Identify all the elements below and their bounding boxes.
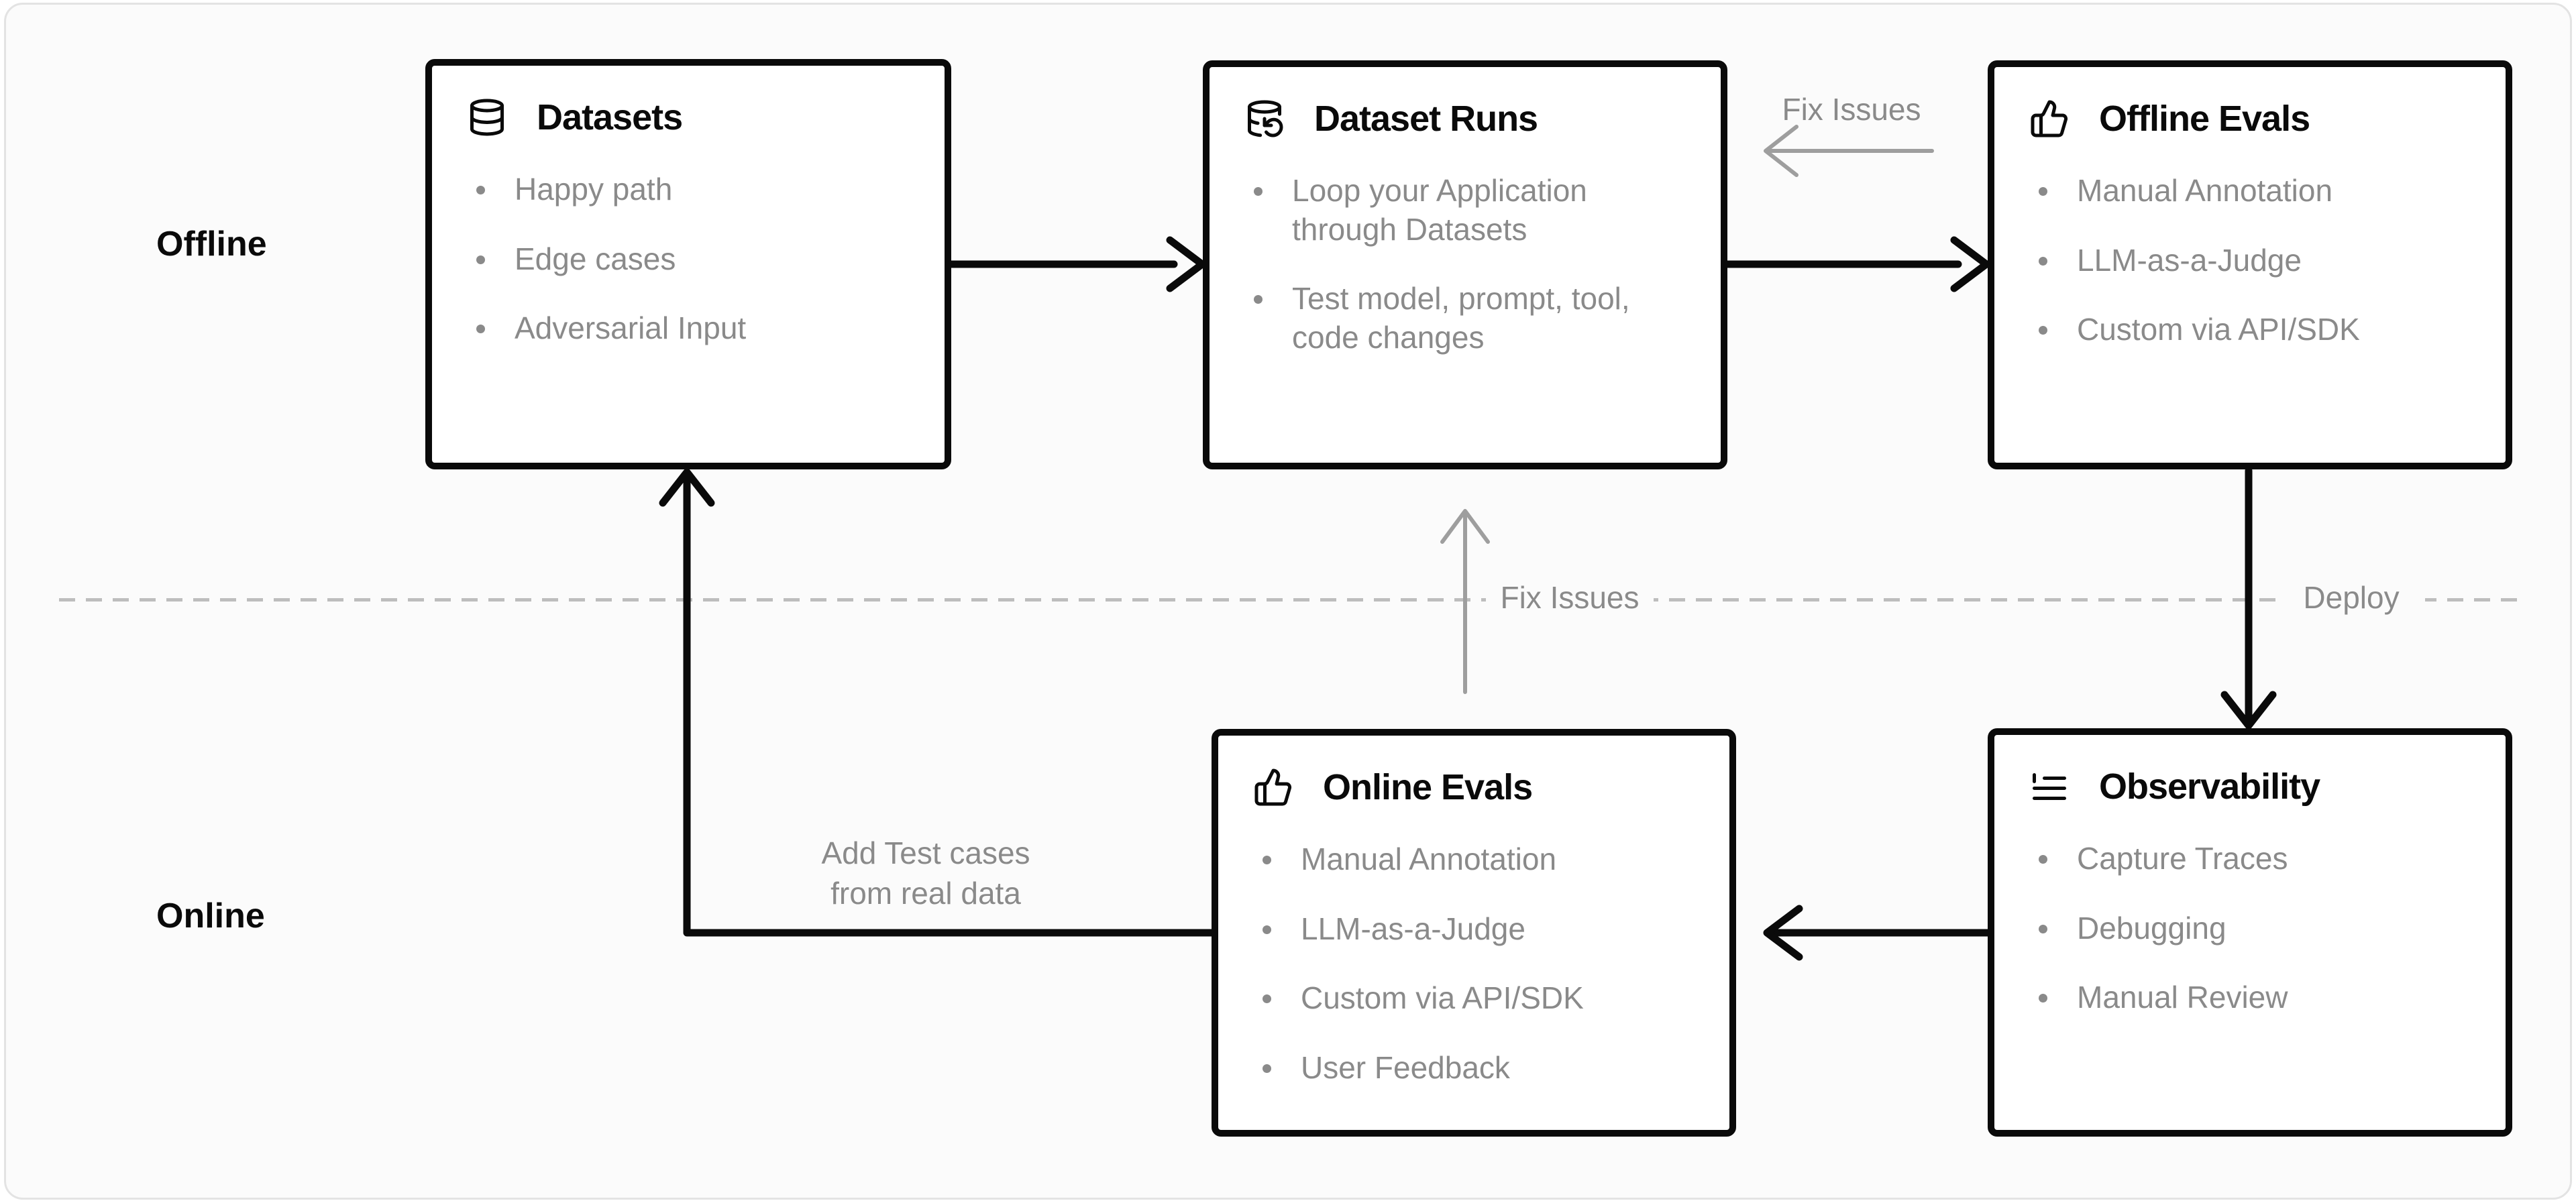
dataset-runs-title: Dataset Runs [1314,99,1538,139]
add-test-cases-line1: Add Test cases [821,836,1030,870]
arrow-observability-to-online-evals [1763,905,1995,961]
list-item: Debugging [2029,909,2471,948]
fix-issues-top-label: Fix Issues [1782,92,1921,127]
offline-online-divider-dashed-line [59,598,2517,602]
list-item: Custom via API/SDK [2029,310,2471,349]
datasets-list: Happy path Edge cases Adversarial Input [467,170,910,348]
datasets-title: Datasets [537,97,683,137]
list-item: Test model, prompt, tool, code changes [1244,280,1686,357]
list-item: Manual Annotation [2029,172,2471,211]
observability-list: Capture Traces Debugging Manual Review [2029,840,2471,1017]
arrow-online-evals-to-datasets-elbow [659,468,1220,937]
bullet-dot [2039,187,2047,196]
add-test-cases-line2: from real data [830,876,1021,911]
bullet-dot [1263,856,1271,864]
database-icon [467,97,507,137]
bullet-dot [1263,994,1271,1003]
bullet-dot [1263,925,1271,934]
box-online-evals: Online Evals Manual Annotation LLM-as-a-… [1212,729,1736,1137]
online-evals-title-row: Online Evals [1253,766,1695,808]
bullet-dot [2039,326,2047,335]
thumbs-up-icon [1253,767,1293,807]
offline-evals-title-row: Offline Evals [2029,98,2471,139]
arrow-dataset-runs-to-offline-evals [1723,236,1990,292]
arrow-offline-evals-to-observability-deploy [2220,467,2277,730]
arrow-fix-issues-top-gray [1764,125,1934,177]
database-rerun-icon [1244,99,1285,139]
box-observability: Observability Capture Traces Debugging M… [1988,728,2512,1137]
bullet-dot [2039,256,2047,266]
bullet-dot [2039,855,2047,864]
bullet-dot [2039,994,2047,1003]
list-item: User Feedback [1253,1049,1695,1088]
thumbs-up-icon [2029,99,2070,139]
offline-evals-title: Offline Evals [2099,99,2310,139]
bullet-dot [476,325,485,333]
bullet-dot [1254,187,1263,196]
fix-issues-middle-label: Fix Issues [1486,579,1654,616]
list-item: Loop your Application through Datasets [1244,172,1686,249]
deploy-label: Deploy [2277,579,2425,616]
offline-section-label: Offline [156,225,267,264]
bullet-dot [476,186,485,194]
arrow-datasets-to-dataset-runs [947,236,1206,292]
list-item: Custom via API/SDK [1253,979,1695,1018]
observability-title-row: Observability [2029,766,2471,807]
online-evals-list: Manual Annotation LLM-as-a-Judge Custom … [1253,840,1695,1087]
logs-icon [2029,766,2070,807]
list-item: Manual Review [2029,978,2471,1017]
bullet-dot [2039,924,2047,933]
list-item: Edge cases [467,240,910,279]
box-dataset-runs: Dataset Runs Loop your Application throu… [1203,60,1727,469]
list-item: LLM-as-a-Judge [2029,241,2471,280]
datasets-title-row: Datasets [467,97,910,138]
bullet-dot [476,255,485,264]
list-item: Manual Annotation [1253,840,1695,879]
online-evals-title: Online Evals [1323,767,1533,807]
offline-evals-list: Manual Annotation LLM-as-a-Judge Custom … [2029,172,2471,349]
box-datasets: Datasets Happy path Edge cases Adversari… [425,59,951,469]
list-item: Happy path [467,170,910,209]
dataset-runs-list: Loop your Application through Datasets T… [1244,172,1686,357]
list-item: LLM-as-a-Judge [1253,910,1695,949]
list-item: Capture Traces [2029,840,2471,878]
dataset-runs-title-row: Dataset Runs [1244,98,1686,139]
arrow-fix-issues-middle-gray [1440,509,1490,694]
add-test-cases-label: Add Test cases from real data [765,833,1087,913]
list-item: Adversarial Input [467,309,910,348]
observability-title: Observability [2099,766,2320,807]
bullet-dot [1254,295,1263,304]
box-offline-evals: Offline Evals Manual Annotation LLM-as-a… [1988,60,2512,469]
bullet-dot [1263,1064,1271,1073]
online-section-label: Online [156,897,265,935]
